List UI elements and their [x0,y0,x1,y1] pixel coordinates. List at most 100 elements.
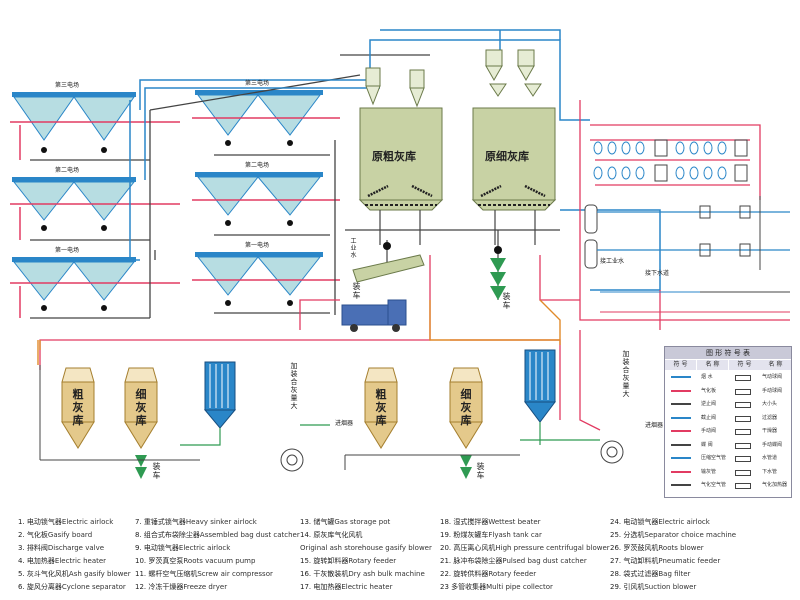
legend-item: 27. 气动卸料机Pneumatic feeder [610,557,720,565]
symbol-col-header-2: 符 号 [729,360,760,370]
symbol-name-left: 手动阀 [701,428,717,434]
plant-label-left-3: 第三电场 [55,82,80,89]
legend-item-en: Assembled bag dust catcher [199,531,300,539]
symbol-swatch-right [735,442,751,449]
legend-item-cn: 14. 原灰库气化风机 [300,531,363,539]
legend-item-en: Gas storage pot [334,518,391,526]
legend-item-en: Screw air compressor [197,570,273,578]
sewer-label: 接下水道 [645,270,670,277]
legend-item-cn: 26. 罗茨鼓风机 [610,544,659,552]
symbol-name-left: 气化板 [701,387,717,394]
symbol-swatch-right [735,375,751,381]
legend-item: 18. 湿式搅拌器Wettest beater [440,518,541,526]
legend-item: 23 多管收集器Multi pipe collector [440,583,553,591]
legend-item: 1. 电动锁气器Electric airlock [18,518,113,526]
legend-item-cn: 11. 螺杆空气压缩机 [135,570,198,578]
legend-item-cn: 28. 袋式过滤器 [610,570,659,578]
legend-item-en: Pneumatic feeder [658,557,721,565]
symbol-name-right: 气化加热器 [762,482,788,488]
symbol-name-left: 气化空气管 [701,482,727,488]
hopper-valves [41,140,293,311]
lower-mid-coarse-label: 粗灰库 [375,388,387,427]
process-flow-svg [10,29,790,479]
legend-item-en: Ash gasify blower [68,570,131,578]
legend-item-en: Rotary feeder [488,570,537,578]
lower-mid-note: 加装合灰量大 [622,350,630,398]
legend-item-cn: 23 多管收集器 [440,583,487,591]
work-water-label: 工业水 [350,238,357,259]
drain-label-left: 进烟器 [335,420,354,427]
legend-item-en: Roots vacuum pump [183,557,256,565]
plant-label-left-1: 第一电场 [55,247,80,254]
plant-label-mid-3: 第三电场 [245,80,270,87]
lower-mid-set [344,349,624,479]
legend-item-cn: 24. 电动锁气器 [610,518,659,526]
symbol-name-left: 蝶 阀 [701,441,713,448]
legend-item-cn: 6. 旋风分离器 [18,583,62,591]
legend-item: 8. 组合式布袋除尘器Assembled bag dust catcher [135,531,300,539]
symbol-name-right: 大小头 [762,401,778,407]
lower-left-load-label: 装车 [152,462,161,480]
plant-label-mid-1: 第一电场 [245,242,270,249]
legend-item: 9. 电动锁气器Electric airlock [135,544,230,552]
legend-item-en: Electric airlock [61,518,114,526]
name-col-header-2: 名 称 [760,360,791,370]
legend-item-cn: 8. 组合式布袋除尘器 [135,531,200,539]
symbol-name-left: 逆止阀 [701,401,717,407]
legend-item-cn: 12. 冷冻干燥器 [135,583,184,591]
industrial-water-label: 接工业水 [600,258,625,265]
legend-item-cn: 13. 储气罐 [300,518,335,526]
symbol-table-title: 图 形 符 号 表 [665,347,791,359]
legend-item: 5. 灰斗气化风机Ash gasify blower [18,570,131,578]
legend-item: 20. 高压离心风机High pressure centrifugal blow… [440,544,610,552]
legend-item-cn: 10. 罗茨真空泵 [135,557,184,565]
legend-item: 6. 旋风分离器Cyclone separator [18,583,126,591]
symbol-swatch-left [671,416,691,419]
legend-item-cn: 7. 重锤式锁气器 [135,518,186,526]
symbol-swatch-left [671,457,691,459]
symbol-swatch-right [735,402,751,408]
lower-left-coarse-label: 粗灰库 [72,388,84,427]
symbol-name-left: 烟 水 [701,374,713,380]
green-pipes [180,424,600,446]
lower-mid-fine-label: 细灰库 [460,388,472,427]
fine-silo [471,107,557,211]
legend-item-cn: 21. 脉冲布袋除尘器 [440,557,503,565]
legend-item-en: Electric heater [341,583,393,591]
legend-item-en: Pulsed bag dust catcher [502,557,587,565]
legend-item-cn: 18. 湿式搅拌器 [440,518,489,526]
symbol-swatch-right [735,456,751,462]
wet-beater [352,240,425,283]
legend-item: 14. 原灰库气化风机 [300,531,362,539]
legend-item-cn: 1. 电动锁气器 [18,518,62,526]
symbol-name-left: 截止阀 [701,414,717,421]
legend-item-en: Electric airlock [178,544,231,552]
symbol-swatch-left [671,376,691,378]
lower-mid-load-label: 装车 [476,462,485,480]
symbol-swatch-right [735,483,751,489]
legend-item: 10. 罗茨真空泵Roots vacuum pump [135,557,255,565]
coarse-silo-label: 原粗灰库 [372,150,416,163]
legend-item-en: High pressure centrifugal blower [495,544,610,552]
dark-pipes [30,54,430,319]
symbol-name-right: 气动球阀 [762,374,783,380]
process-diagram: 第三电场 第二电场 第一电场 第三电场 第二电场 第一电场 原粗灰库 原细灰库 … [10,29,790,480]
legend-item-en: Multi pipe collector [486,583,553,591]
legend-item-en: Original ash storehouse gasify blower [300,544,432,552]
legend-item: 2. 气化板Gasify board [18,531,92,539]
symbol-swatch-left [671,470,691,473]
legend-item-cn: 29. 引风机 [610,583,645,591]
legend-item-en: Separator choice machine [644,531,737,539]
lower-left-set [39,340,304,479]
mid-hopper-group [195,90,323,296]
coarse-silo [358,107,444,211]
legend-item-cn: 16. 干灰散装机 [300,570,349,578]
legend-item-en: Flyash tank car [488,531,542,539]
legend-item-cn: 5. 灰斗气化风机 [18,570,69,578]
legend-item-en: Freeze dryer [183,583,228,591]
symbol-name-right: 手动蝶阀 [762,441,783,448]
symbol-swatch-right [735,415,751,422]
symbol-name-right: 干燥器 [762,428,778,434]
left-hopper-group [12,92,136,301]
